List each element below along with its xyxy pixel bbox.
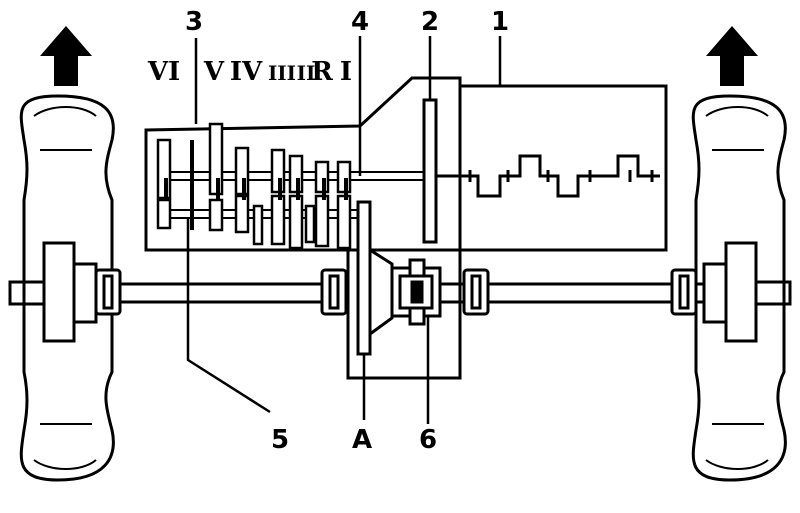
gear-label-5: V bbox=[203, 57, 225, 87]
up-arrow-icon bbox=[40, 26, 92, 86]
right-wheel bbox=[691, 94, 792, 482]
crankshaft bbox=[430, 154, 660, 198]
right-outer-cv-joint bbox=[670, 268, 698, 316]
right-drive-shaft bbox=[458, 268, 706, 316]
gear-label-2: II bbox=[297, 61, 316, 85]
left-inner-cv-joint bbox=[320, 268, 348, 316]
synchronizers bbox=[164, 140, 348, 230]
gear-pair-reverse bbox=[314, 160, 330, 248]
gear-labels: VI V IV III II R I bbox=[147, 57, 352, 87]
left-wheel bbox=[8, 94, 115, 482]
left-wheel-tyre bbox=[19, 94, 115, 482]
callout-1: 1 bbox=[491, 7, 509, 37]
gear-label-4: IV bbox=[230, 57, 263, 87]
gear-pair-2 bbox=[288, 154, 304, 250]
left-wheel-hub bbox=[42, 241, 76, 343]
callouts: 1 2 3 4 5 A 6 bbox=[185, 7, 509, 455]
engine-block bbox=[430, 84, 668, 252]
right-inner-cv-joint bbox=[462, 268, 490, 316]
right-wheel-hub bbox=[724, 241, 758, 343]
callout-a: A bbox=[352, 425, 372, 455]
left-outer-cv-joint bbox=[94, 268, 122, 316]
leader-lines bbox=[186, 36, 502, 424]
callout-6: 6 bbox=[419, 425, 437, 455]
callout-3: 3 bbox=[185, 7, 203, 37]
callout-5: 5 bbox=[271, 425, 289, 455]
right-wheel-stub bbox=[754, 280, 792, 306]
gear-label-6: VI bbox=[147, 57, 180, 87]
gear-label-3: III bbox=[268, 61, 296, 85]
differential-gears bbox=[390, 258, 462, 326]
callout-2: 2 bbox=[421, 7, 439, 37]
clutch-disc bbox=[422, 98, 438, 244]
left-drive-shaft bbox=[94, 268, 348, 316]
gear-label-1: I bbox=[340, 57, 352, 87]
gear-pair-1 bbox=[336, 160, 352, 250]
up-arrow-icon bbox=[706, 26, 758, 86]
callout-4: 4 bbox=[351, 7, 369, 37]
differential-housing bbox=[346, 250, 462, 380]
right-wheel-tyre bbox=[691, 94, 787, 482]
left-wheel-stub bbox=[8, 280, 46, 306]
gear-pair-5 bbox=[208, 122, 224, 232]
gear-label-r: R bbox=[311, 57, 333, 87]
